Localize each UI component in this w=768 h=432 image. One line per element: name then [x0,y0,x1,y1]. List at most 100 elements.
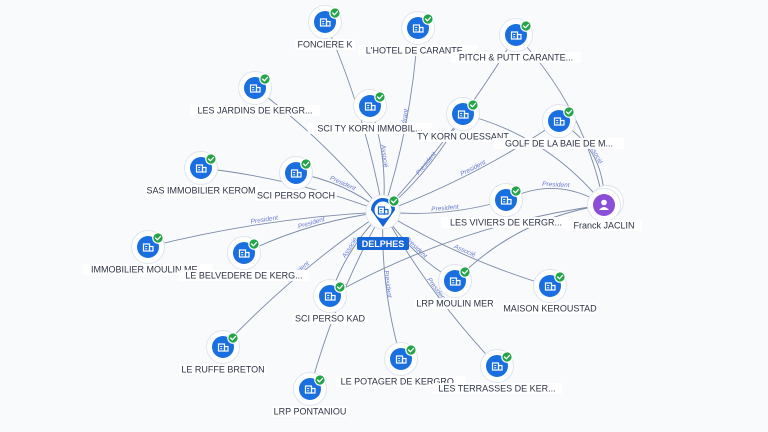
company-node-hotel-carantec[interactable]: L'HOTEL DE CARANTE... [358,11,478,57]
building-icon [377,206,389,215]
check-badge-icon [227,332,239,344]
building-icon [491,362,503,371]
edge-center-golf-baie [382,120,560,213]
building-icon [319,18,331,27]
node-label: IMMOBILIER MOULIN ME... [91,265,205,275]
node-label: SAS IMMOBILIER KEROM [146,186,255,196]
node-label: LE BELVEDERE DE KERG... [185,271,302,281]
check-badge-icon [467,99,479,111]
building-icon [553,117,565,126]
company-node-terrasses-ker[interactable]: LES TERRASSES DE KER... [431,349,563,395]
building-icon [304,385,316,394]
edge-person-sci-perso-kad [329,204,605,297]
node-label: LES TERRASSES DE KER... [438,384,555,394]
building-icon [500,196,512,205]
check-badge-icon [459,266,471,278]
edge-center-maison-keroustad [382,211,551,287]
check-badge-icon [405,344,417,356]
edge-person-lrp-moulin-mer [454,204,605,282]
node-label: LES VIVIERS DE KERGR... [450,218,562,228]
building-icon [249,84,261,93]
company-node-belvedere-kergr[interactable]: LE BELVEDERE DE KERG... [178,236,310,282]
building-icon [290,169,302,178]
check-badge-icon [259,73,271,85]
edge-label: President [250,214,279,225]
edge-person-ty-korn-ouessant [462,113,605,206]
node-label: LES JARDINS DE KERGR... [197,106,312,116]
node-label: SCI TY KORN IMMOBIL... [317,124,422,134]
company-node-sas-immobilier-kerom[interactable]: SAS IMMOBILIER KEROM [144,151,258,197]
company-node-immobilier-moulin[interactable]: IMMOBILIER MOULIN ME... [82,230,214,276]
company-node-ruffe-breton[interactable]: LE RUFFE BRETON [179,330,267,376]
node-label: GOLF DE LA BAIE DE M... [505,139,613,149]
check-badge-icon [374,91,386,103]
nodes-layer: FONCIERE K L'HOTEL DE CARANTE...PITCH & P… [82,5,643,418]
node-label: TY KORN OUESSANT [417,132,509,142]
building-icon [457,110,469,119]
check-badge-icon [205,153,217,165]
center-label: DELPHES [362,239,405,249]
edge-center-terrasses-ker [382,211,498,367]
building-icon [195,164,207,173]
check-badge-icon [501,351,513,363]
node-label: MAISON KEROUSTAD [503,304,597,314]
company-node-golf-baie[interactable]: GOLF DE LA BAIE DE M... [493,104,625,150]
building-icon [364,102,376,111]
check-badge-icon [334,281,346,293]
node-label: Franck JACLIN [573,221,634,231]
node-label: PITCH & PUTT CARANTE... [459,53,573,63]
company-node-maison-keroustad[interactable]: MAISON KEROUSTAD [503,269,597,315]
check-badge-icon [152,232,164,244]
company-node-sci-perso-kad[interactable]: SCI PERSO KAD [291,279,369,325]
company-node-viviers-kergr[interactable]: LES VIVIERS DE KERGR... [440,183,572,229]
check-badge-icon [510,185,522,197]
company-node-sci-ty-korn-immobil[interactable]: SCI TY KORN IMMOBIL... [307,89,433,135]
node-label: SCI PERSO KAD [295,314,366,324]
company-node-lrp-pontaniou[interactable]: LRP PONTANIOU [271,372,349,418]
building-icon [412,24,424,33]
edge-label: President [459,159,488,178]
check-badge-icon [554,271,566,283]
center-node-delphes[interactable]: DELPHES [357,194,409,250]
edge-label: President [431,204,460,214]
company-node-fonciere-k[interactable]: FONCIERE K [295,5,355,51]
company-node-ty-korn-ouessant[interactable]: TY KORN OUESSANT [416,97,510,143]
check-badge-icon [388,195,400,207]
building-icon [449,277,461,286]
check-badge-icon [329,7,341,19]
node-label: LRP PONTANIOU [274,407,347,417]
edge-center-jardins-kergr [254,87,384,213]
building-icon [238,249,250,258]
building-icon [395,355,407,364]
building-icon [510,31,522,40]
edge-label: President [297,216,326,231]
check-badge-icon [314,374,326,386]
company-node-pitch-putt[interactable]: PITCH & PUTT CARANTE... [450,18,582,64]
edge-label: President [382,270,392,299]
node-label: SCI PERSO ROCH [257,191,335,201]
building-icon [544,282,556,291]
node-label: FONCIERE K [297,40,352,50]
company-node-potager-kergro[interactable]: LE POTAGER DE KERGRO... [335,342,467,388]
edge-label: President [415,150,439,177]
person-icon [599,199,609,210]
node-label: LRP MOULIN MER [416,299,494,309]
company-node-jardins-kergr[interactable]: LES JARDINS DE KERGR... [189,71,321,117]
check-badge-icon [422,13,434,25]
person-node-franck[interactable]: Franck JACLIN [565,185,643,232]
node-label: L'HOTEL DE CARANTE... [366,46,470,56]
node-label: LE POTAGER DE KERGRO... [341,377,462,387]
node-label: LE RUFFE BRETON [181,365,264,375]
edge-label: President [542,181,571,189]
check-badge-icon [300,158,312,170]
company-node-lrp-moulin-mer[interactable]: LRP MOULIN MER [414,264,496,310]
building-icon [217,343,229,352]
edge-label: Associé [379,143,389,168]
company-node-sci-perso-roch[interactable]: SCI PERSO ROCH [255,156,337,202]
building-icon [324,292,336,301]
building-icon [142,243,154,252]
edge-center-immobilier-moulin [147,211,384,248]
check-badge-icon [520,20,532,32]
check-badge-icon [563,106,575,118]
